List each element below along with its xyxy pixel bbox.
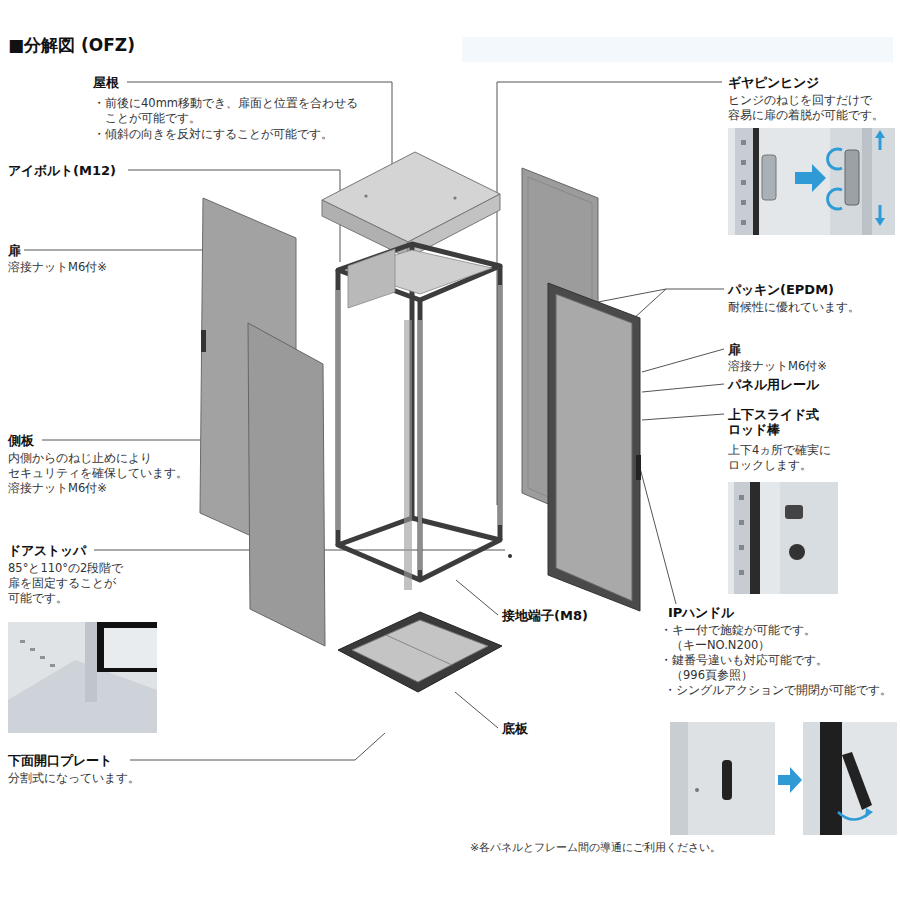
part-note: ・傾斜の向きを反対にすることが可能です。 — [93, 127, 333, 142]
part-note: 85°と110°の2段階で 扉を固定することが 可能です。 — [8, 561, 148, 606]
part-name: 扉 — [8, 243, 21, 258]
part-note: 内側からのねじ止めにより セキュリティを確保しています。 溶接ナットM6付※ — [8, 451, 213, 496]
part-note: ・シングルアクションで開閉が可能です。 — [664, 683, 892, 698]
part-name: ドアストッパ — [8, 543, 86, 558]
part-note: 上下4ヵ所で確実に ロックします。 — [728, 443, 858, 473]
part-name: パネル用レール — [728, 377, 819, 392]
part-note: ・前後に40mm移動でき、扉面と位置を合わせる ことが可能です。 — [93, 96, 387, 126]
diagram-title: ■分解図 (OFZ) — [8, 35, 135, 55]
part-note: 溶接ナットM6付※ — [728, 359, 827, 374]
part-name: ギヤピンヒンジ — [728, 75, 819, 90]
part-name: 屋根 — [93, 75, 119, 90]
part-name: 上下スライド式 ロッド棒 — [728, 407, 840, 437]
part-name: 扉 — [728, 342, 741, 357]
part-note: 分割式になっています。 — [8, 771, 140, 786]
part-name: 下面開口プレート — [8, 753, 112, 768]
part-name: 側板 — [8, 433, 34, 448]
part-note: 耐候性に優れています。 — [728, 300, 860, 315]
part-note: ・キー付で施錠が可能です。 （キーNO.N200） — [660, 623, 897, 653]
part-note: 溶接ナットM6付※ — [8, 260, 107, 275]
part-name: 底板 — [502, 721, 528, 736]
part-note: ヒンジのねじを回すだけで 容易に扉の着脱が可能です。 — [728, 93, 894, 123]
part-name: アイボルト(M12) — [8, 163, 116, 178]
part-name: パッキン(EPDM) — [728, 282, 834, 297]
part-name: 接地端子(M8) — [502, 608, 588, 623]
footnote: ※各パネルとフレーム間の導通にご利用ください。 — [470, 840, 721, 855]
part-name: IPハンドル — [668, 605, 734, 620]
part-note: ・鍵番号違いも対応可能です。 （996頁参照） — [660, 653, 897, 683]
